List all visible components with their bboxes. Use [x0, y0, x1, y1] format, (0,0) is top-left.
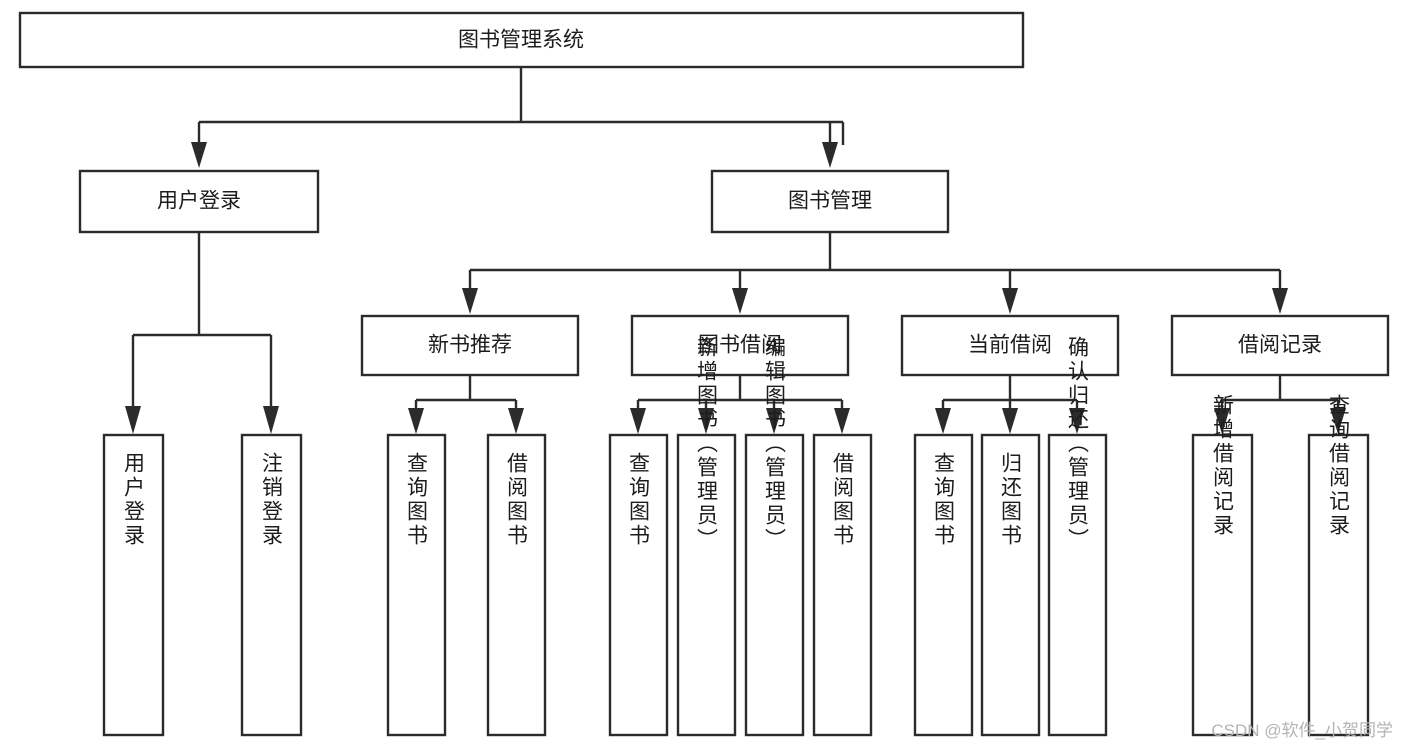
- leaf-add-record-box: [1191, 433, 1254, 737]
- connector-book-borrow-to-leaves: [630, 375, 850, 434]
- arrow-to-leaf-query-record: [1330, 408, 1346, 434]
- arrow-to-borrow-record: [1272, 288, 1288, 314]
- arrow-to-leaf-query-book-3: [935, 408, 951, 434]
- leaf-query-book-1-label: 查询图书: [405, 452, 429, 548]
- root-label: 图书管理系统: [458, 29, 584, 52]
- new-book-recommend-label: 新书推荐: [428, 334, 512, 357]
- leaf-return-book-box: [980, 433, 1041, 737]
- current-borrow-box: [900, 314, 1120, 377]
- leaf-query-record-label: 查询借阅记录: [1327, 394, 1351, 538]
- leaf-logout-label: 注销登录: [260, 452, 284, 548]
- leaf-node-edit-book[interactable]: 编辑图书（管理员）: [744, 336, 805, 737]
- leaf-node-query-book-1[interactable]: 查询图书: [386, 433, 447, 737]
- arrow-to-leaf-add-book: [698, 408, 714, 434]
- leaf-node-query-record[interactable]: 查询借阅记录: [1307, 394, 1370, 737]
- leaf-node-query-book-3[interactable]: 查询图书: [913, 433, 974, 737]
- leaf-node-borrow-book-2[interactable]: 借阅图书: [812, 433, 873, 737]
- arrow-to-leaf-edit-book: [766, 408, 782, 434]
- leaf-add-book-box: [676, 433, 737, 737]
- leaf-borrow-book-2-box: [812, 433, 873, 737]
- connector-root-to-level2: [191, 67, 845, 168]
- arrow-to-leaf-user-login: [125, 406, 141, 434]
- user-login-label: 用户登录: [157, 190, 241, 213]
- leaf-user-login-box: [102, 433, 165, 737]
- connector-new-book-recommend-to-leaves: [408, 375, 524, 434]
- book-borrow-label: 图书借阅: [698, 334, 782, 357]
- node-root[interactable]: 图书管理系统: [18, 11, 1025, 69]
- arrow-to-current-borrow: [1002, 288, 1018, 314]
- leaf-borrow-book-1-label: 借阅图书: [505, 452, 529, 548]
- arrow-to-leaf-logout: [263, 406, 279, 434]
- arrow-to-user-login: [191, 142, 207, 168]
- arrow-to-book-management: [822, 142, 838, 168]
- leaf-return-book-label: 归还图书: [999, 452, 1023, 548]
- book-management-label: 图书管理: [788, 190, 872, 213]
- arrow-to-book-borrow: [732, 288, 748, 314]
- leaf-node-borrow-book-1[interactable]: 借阅图书: [486, 433, 547, 737]
- arrow-to-leaf-borrow-book-2: [834, 408, 850, 434]
- leaf-borrow-book-1-box: [486, 433, 547, 737]
- leaf-edit-book-box: [744, 433, 805, 737]
- leaf-edit-book-label: 编辑图书（管理员）: [763, 336, 787, 552]
- current-borrow-label: 当前借阅: [968, 334, 1052, 357]
- leaf-query-book-3-box: [913, 433, 974, 737]
- leaf-node-return-book[interactable]: 归还图书: [980, 433, 1041, 737]
- arrow-to-leaf-query-book-1: [408, 408, 424, 434]
- root-box: [18, 11, 1025, 69]
- arrow-to-leaf-add-record: [1214, 408, 1230, 434]
- node-book-management[interactable]: 图书管理: [710, 169, 950, 234]
- leaf-node-logout[interactable]: 注销登录: [240, 433, 303, 737]
- leaf-node-confirm-return[interactable]: 确认归还（管理员）: [1047, 336, 1108, 737]
- connector-book-management-to-level3: [462, 232, 1288, 314]
- arrow-to-leaf-query-book-2: [630, 408, 646, 434]
- connector-borrow-record-to-leaves: [1214, 375, 1346, 434]
- leaf-query-book-1-box: [386, 433, 447, 737]
- node-borrow-record[interactable]: 借阅记录: [1170, 314, 1390, 377]
- leaf-query-book-3-label: 查询图书: [932, 452, 956, 548]
- leaf-logout-box: [240, 433, 303, 737]
- leaf-user-login-label: 用户登录: [122, 452, 146, 548]
- leaf-confirm-return-label: 确认归还（管理员）: [1066, 336, 1090, 552]
- node-current-borrow[interactable]: 当前借阅: [900, 314, 1120, 377]
- node-user-login[interactable]: 用户登录: [78, 169, 320, 234]
- arrow-to-leaf-borrow-book-1: [508, 408, 524, 434]
- node-new-book-recommend[interactable]: 新书推荐: [360, 314, 580, 377]
- new-book-recommend-box: [360, 314, 580, 377]
- connector-current-borrow-to-leaves: [935, 375, 1085, 434]
- arrow-to-leaf-confirm-return: [1069, 408, 1085, 434]
- leaf-node-query-book-2[interactable]: 查询图书: [608, 433, 669, 737]
- leaf-query-record-box: [1307, 433, 1370, 737]
- borrow-record-label: 借阅记录: [1238, 334, 1322, 357]
- leaf-node-add-book[interactable]: 新增图书（管理员）: [676, 336, 737, 737]
- arrow-to-new-book-recommend: [462, 288, 478, 314]
- leaf-query-book-2-label: 查询图书: [627, 452, 651, 548]
- leaf-node-add-record[interactable]: 新增借阅记录: [1191, 394, 1254, 737]
- leaf-add-record-label: 新增借阅记录: [1211, 394, 1235, 538]
- connector-user-login-to-leaves: [125, 232, 279, 434]
- leaf-add-book-label: 新增图书（管理员）: [695, 336, 719, 552]
- leaf-query-book-2-box: [608, 433, 669, 737]
- leaf-node-user-login[interactable]: 用户登录: [102, 433, 165, 737]
- arrow-to-leaf-return-book: [1002, 408, 1018, 434]
- node-book-borrow[interactable]: 图书借阅: [630, 314, 850, 377]
- user-login-box: [78, 169, 320, 234]
- leaf-borrow-book-2-label: 借阅图书: [831, 452, 855, 548]
- leaf-confirm-return-box: [1047, 433, 1108, 737]
